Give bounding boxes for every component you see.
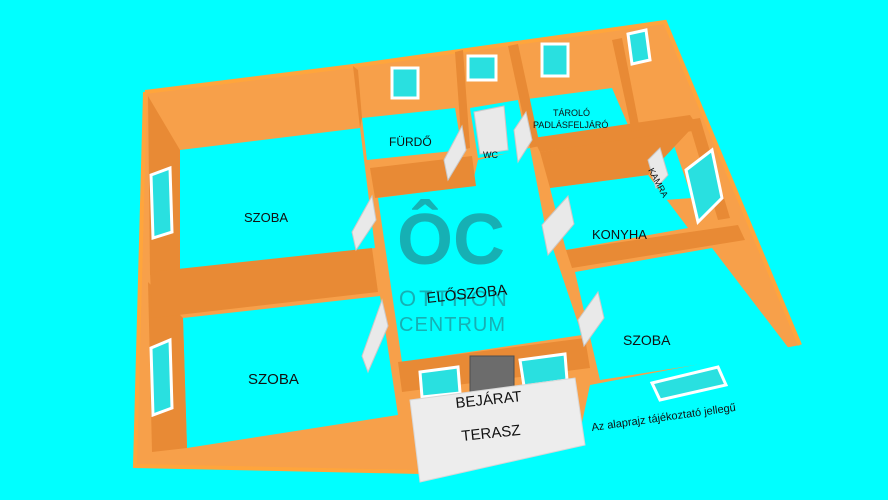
label-szoba-right: SZOBA bbox=[623, 332, 671, 348]
windows bbox=[149, 28, 729, 418]
disclaimer: Az alaprajz tájékoztató jellegű bbox=[591, 402, 737, 434]
floor-furdo bbox=[362, 108, 462, 160]
room-labels: SZOBA FÜRDŐ WC TÁROLÓ PADLÁSFELJÁRÓ KAMR… bbox=[244, 108, 671, 445]
label-tarolo: TÁROLÓ bbox=[553, 108, 590, 118]
window-wc bbox=[466, 54, 498, 82]
floor-szoba-bottom-left bbox=[183, 296, 398, 448]
window-furdo bbox=[390, 66, 420, 100]
watermark-line1: OTTHON bbox=[399, 286, 510, 311]
floor-tarolo bbox=[520, 88, 628, 138]
room-floors bbox=[180, 88, 790, 448]
watermark-logo: ÔC bbox=[397, 199, 505, 280]
label-szoba-bottom-left: SZOBA bbox=[248, 371, 299, 388]
floor-szoba-top-left bbox=[180, 128, 375, 270]
door-szoba-right bbox=[577, 290, 605, 348]
window-tarolo bbox=[540, 42, 570, 78]
door-konyha bbox=[541, 194, 575, 257]
window-konyha-side bbox=[684, 147, 724, 225]
label-terasz: TERASZ bbox=[461, 422, 522, 445]
watermark-line2: CENTRUM bbox=[399, 314, 506, 336]
label-padlasfeljaro: PADLÁSFELJÁRÓ bbox=[533, 120, 608, 130]
label-konyha: KONYHA bbox=[592, 227, 647, 242]
door-wc bbox=[473, 105, 509, 155]
window-szoba-right bbox=[649, 365, 729, 402]
window-top-left-side bbox=[149, 165, 174, 241]
floor-szoba-right bbox=[575, 248, 790, 380]
inner-walls bbox=[148, 38, 745, 452]
label-bejarat: BEJÁRAT bbox=[455, 388, 523, 412]
door-szoba-bottom bbox=[361, 298, 389, 374]
door-kamra bbox=[647, 147, 669, 189]
terrace bbox=[409, 377, 586, 483]
door-szoba-top bbox=[351, 194, 377, 252]
door-wc-side bbox=[513, 110, 533, 164]
label-furdo: FÜRDŐ bbox=[389, 134, 432, 149]
window-bottom-left-side bbox=[149, 337, 174, 418]
label-wc: WC bbox=[483, 150, 498, 160]
window-kamra-top bbox=[626, 28, 652, 66]
door-furdo bbox=[443, 124, 467, 182]
watermark: ÔC OTTHON CENTRUM bbox=[397, 199, 510, 336]
floor-konyha bbox=[550, 175, 688, 250]
label-szoba-top-left: SZOBA bbox=[244, 210, 288, 225]
window-entrance-left bbox=[418, 365, 462, 399]
floor-eloszoba bbox=[378, 148, 582, 362]
